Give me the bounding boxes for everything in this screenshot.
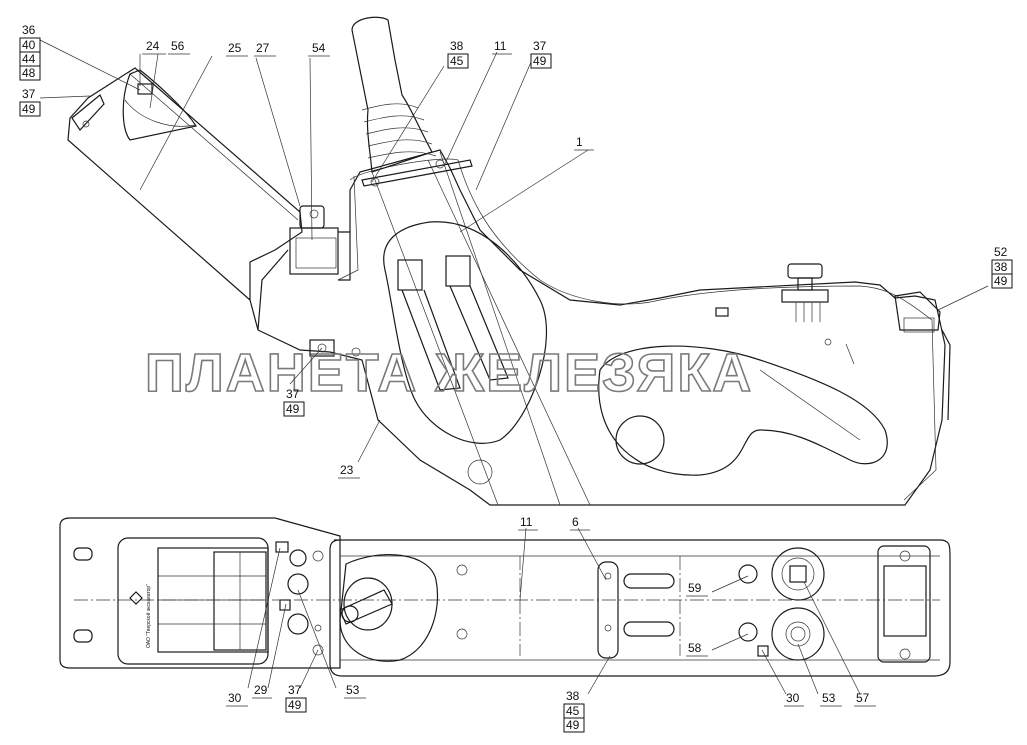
callout-57: 57 xyxy=(856,691,870,705)
side-view xyxy=(67,16,951,506)
callout-53-right: 53 xyxy=(822,691,836,705)
callout-30-right: 30 xyxy=(786,691,800,705)
joystick-upper xyxy=(771,547,825,601)
callout-25: 25 xyxy=(228,41,242,55)
callout-30-left: 30 xyxy=(228,691,242,705)
callout-40: 40 xyxy=(22,38,36,52)
watermark: ПЛАНЕТА ЖЕЛЕЗЯКА xyxy=(145,343,753,403)
callout-49-right: 49 xyxy=(994,274,1008,288)
callout-52: 52 xyxy=(994,245,1008,259)
callout-37-bottom: 37 xyxy=(288,683,302,697)
callout-23: 23 xyxy=(340,463,354,477)
switch-mid xyxy=(287,573,309,595)
callout-29: 29 xyxy=(254,683,268,697)
callout-38-right: 38 xyxy=(994,260,1008,274)
control-lever xyxy=(351,16,433,173)
callout-56: 56 xyxy=(171,39,185,53)
callout-49-mid: 49 xyxy=(286,402,300,416)
console-cutout xyxy=(383,221,548,444)
callout-49-top: 49 xyxy=(533,54,547,68)
callout-labels: 36 40 44 48 37 49 24 56 25 27 54 38 45 1… xyxy=(19,23,1013,733)
callout-49-bottom2: 49 xyxy=(566,718,580,732)
callout-6: 6 xyxy=(572,515,579,529)
callout-49-bottom: 49 xyxy=(288,698,302,712)
callout-53-left: 53 xyxy=(346,683,360,697)
panel-outline xyxy=(59,517,341,669)
callout-54: 54 xyxy=(312,41,326,55)
callout-37-top: 37 xyxy=(533,39,547,53)
callout-shelves xyxy=(142,53,876,707)
callout-11-bottom: 11 xyxy=(520,515,533,529)
callout-59: 59 xyxy=(688,581,702,595)
callout-36: 36 xyxy=(22,23,36,37)
callout-45-bottom: 45 xyxy=(566,704,580,718)
callout-27: 27 xyxy=(256,41,270,55)
callout-44: 44 xyxy=(22,52,36,66)
callout-38: 38 xyxy=(450,39,464,53)
callout-38-bottom: 38 xyxy=(566,689,580,703)
callout-58: 58 xyxy=(688,641,702,655)
top-view: ОАО "Тверской экскаватор" xyxy=(59,517,951,677)
callout-37-mid: 37 xyxy=(286,387,300,401)
callout-45: 45 xyxy=(450,54,464,68)
rear-slot xyxy=(598,345,888,476)
callout-11-top: 11 xyxy=(494,39,507,53)
switch-bottom xyxy=(287,613,309,635)
armrest-tube xyxy=(67,67,303,302)
callout-1: 1 xyxy=(576,135,583,149)
callout-48: 48 xyxy=(22,66,36,80)
switch-top xyxy=(289,549,307,567)
callout-24: 24 xyxy=(146,39,160,53)
lever-boot xyxy=(339,554,439,662)
callout-49: 49 xyxy=(22,102,36,116)
callout-37: 37 xyxy=(22,87,36,101)
nameplate: ОАО "Тверской экскаватор" xyxy=(145,584,152,648)
console-body xyxy=(249,149,946,506)
leader-lines xyxy=(39,39,989,695)
joystick-lower xyxy=(771,607,825,661)
